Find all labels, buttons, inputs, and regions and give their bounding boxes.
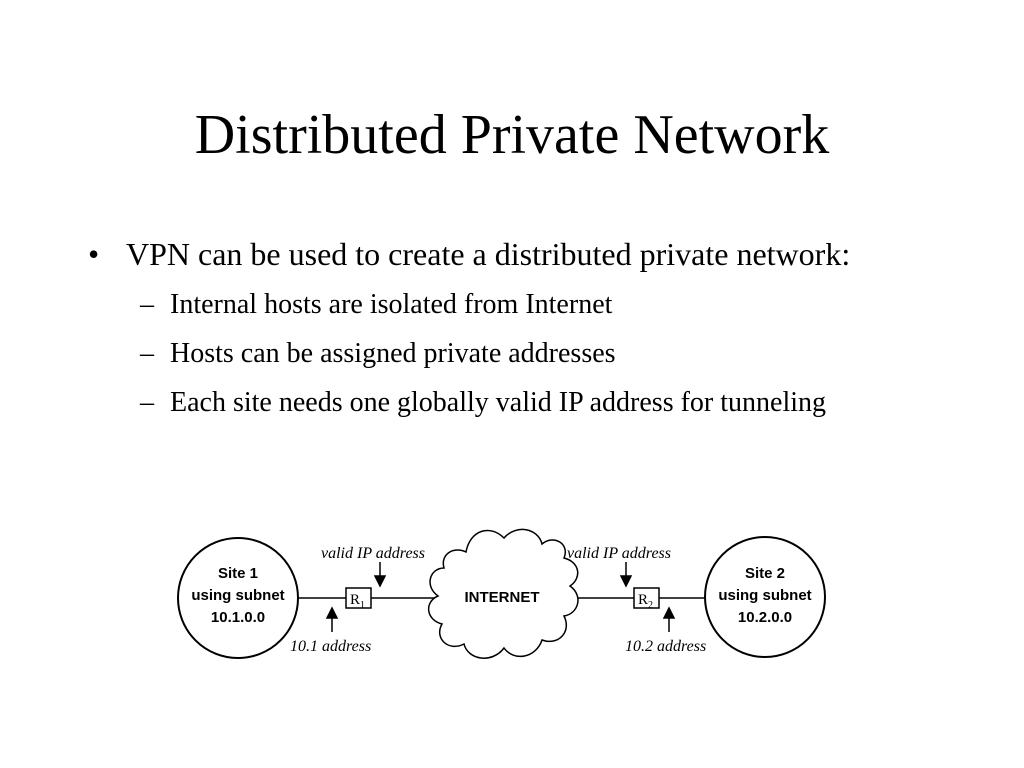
subnet-address-label-left: 10.1 address (290, 638, 371, 655)
site2-circle (704, 536, 826, 658)
site2-subnet-value: 10.2.0.0 (738, 609, 792, 626)
bullet-dot-icon: • (88, 236, 100, 272)
sub-bullet-item: – Hosts can be assigned private addresse… (88, 335, 948, 373)
sub-bullet-text: Hosts can be assigned private addresses (170, 338, 616, 369)
up-arrow-icon (325, 606, 339, 619)
dash-icon: – (140, 338, 154, 369)
valid-ip-label-left: valid IP address (321, 545, 425, 562)
dash-icon: – (140, 289, 154, 320)
site1-subnet-value: 10.1.0.0 (211, 609, 265, 626)
bullet-text: VPN can be used to create a distributed … (126, 236, 851, 272)
internet-cloud-icon (428, 528, 579, 659)
bullet-item: • VPN can be used to create a distribute… (88, 232, 948, 276)
router2-label: R2 (638, 592, 653, 611)
sub-bullet-list: – Internal hosts are isolated from Inter… (88, 286, 948, 422)
down-arrow-icon (373, 575, 387, 588)
site1-label: Site 1 (218, 565, 258, 582)
dash-icon: – (140, 387, 154, 418)
vpn-network-diagram: Site 1 using subnet 10.1.0.0 Site 2 usin… (177, 528, 826, 659)
internet-label: INTERNET (465, 589, 540, 606)
router2-box (633, 587, 660, 609)
site2-label: Site 2 (745, 565, 785, 582)
bullet-list: • VPN can be used to create a distribute… (88, 232, 948, 433)
sub-bullet-item: – Internal hosts are isolated from Inter… (88, 286, 948, 324)
slide-title: Distributed Private Network (194, 104, 830, 166)
sub-bullet-text: Each site needs one globally valid IP ad… (170, 387, 827, 418)
site2-subnet-label: using subnet (718, 587, 811, 604)
site1-subnet-label: using subnet (191, 587, 284, 604)
down-arrow-icon (619, 575, 633, 588)
router1-label: R1 (350, 592, 365, 611)
sub-bullet-text: Internal hosts are isolated from Interne… (170, 289, 613, 320)
router1-box (345, 587, 372, 609)
sub-bullet-item: – Each site needs one globally valid IP … (88, 384, 948, 422)
up-arrow-icon (662, 606, 676, 619)
subnet-address-label-right: 10.2 address (625, 638, 706, 655)
valid-ip-label-right: valid IP address (567, 545, 671, 562)
